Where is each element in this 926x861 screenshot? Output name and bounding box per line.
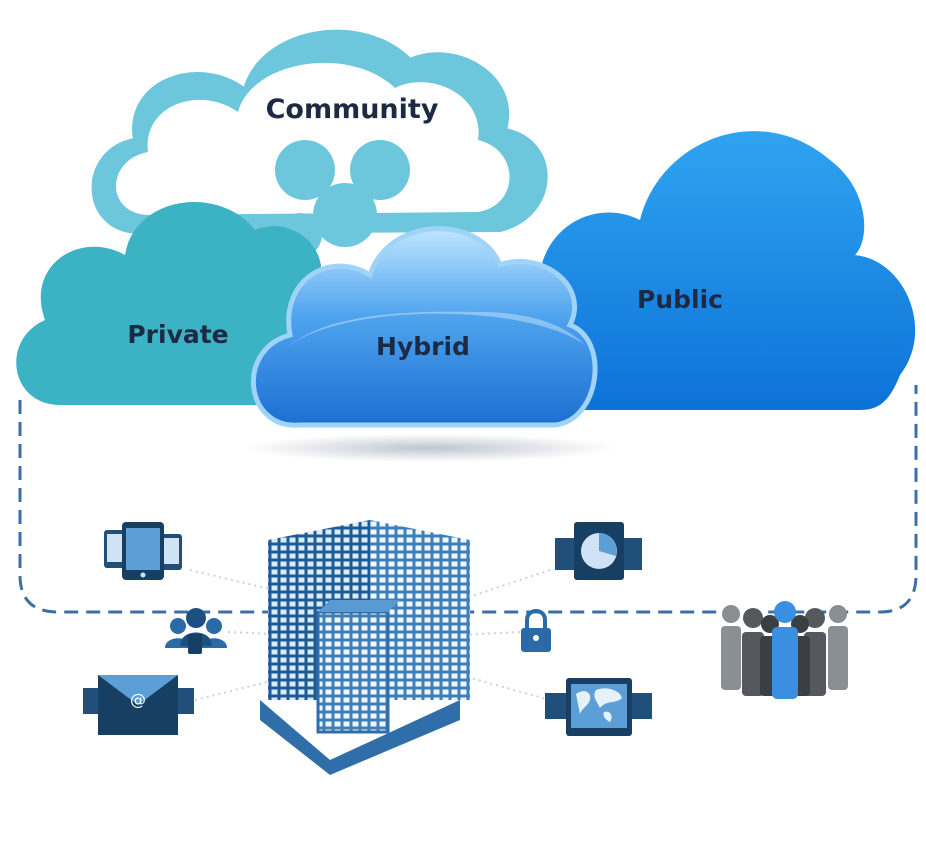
community-cloud: Community: [91, 29, 548, 257]
hybrid-cloud-shadow: [245, 434, 615, 462]
hybrid-label: Hybrid: [376, 332, 470, 361]
public-cloud: Public: [511, 131, 916, 410]
public-label: Public: [637, 285, 723, 314]
email-icon: @: [83, 675, 194, 735]
svg-text:@: @: [130, 690, 146, 709]
people-crowd-icon: [721, 601, 848, 699]
document-chart-icon: [555, 522, 642, 580]
hybrid-cloud: Hybrid: [251, 226, 598, 428]
mobile-devices-icon: [104, 522, 182, 580]
private-label: Private: [127, 320, 228, 349]
user-group-icon: [165, 608, 227, 654]
world-map-icon: [545, 678, 652, 736]
office-building-icon: [260, 520, 470, 775]
community-label: Community: [266, 94, 439, 125]
lock-icon: [521, 609, 551, 652]
